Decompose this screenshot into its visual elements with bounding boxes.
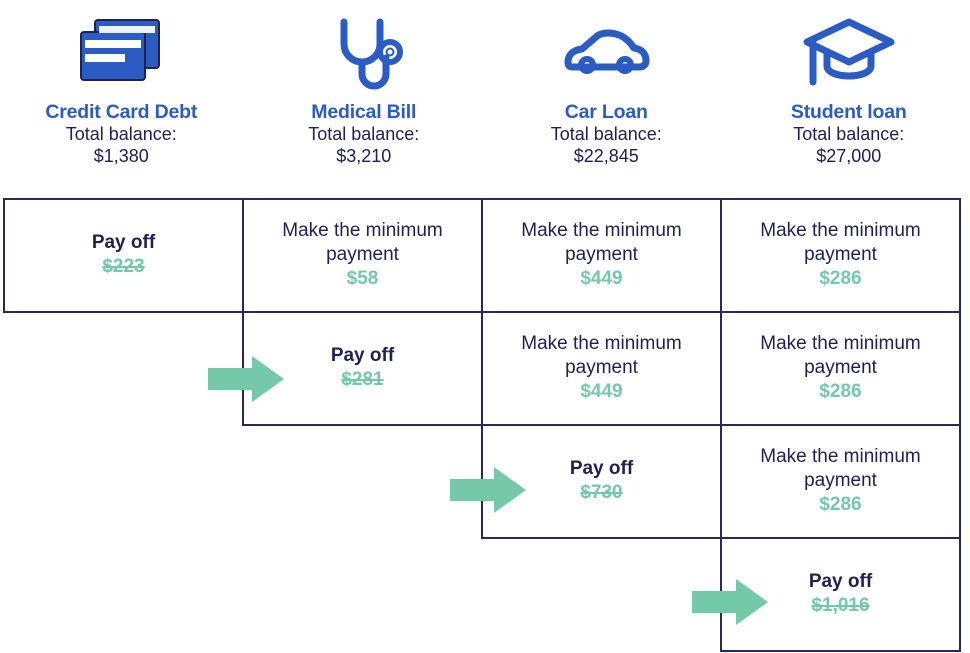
cell-action-line-2: payment — [804, 470, 877, 492]
debt-column-car-loan: Car Loan Total balance: $22,845 — [485, 0, 728, 198]
debt-balance-value: $1,380 — [93, 145, 149, 166]
schedule-cell-minimum: Make the minimum payment $286 — [720, 198, 961, 313]
cell-action-line-1: Make the minimum — [760, 333, 921, 355]
cell-amount: $281 — [341, 369, 384, 391]
debt-column-medical-bill: Medical Bill Total balance: $3,210 — [243, 0, 486, 198]
debt-title: Student loan — [790, 101, 907, 123]
cell-action-line-1: Pay off — [808, 571, 873, 593]
debt-balance-label: Total balance: — [793, 123, 905, 144]
cell-action-line-1: Pay off — [330, 345, 395, 367]
cell-action-line-2: payment — [565, 357, 638, 379]
cell-action-line-2: payment — [804, 357, 877, 379]
schedule-cell-empty — [481, 537, 722, 652]
cell-action-line-1: Make the minimum — [521, 220, 682, 242]
car-icon — [556, 6, 656, 100]
cell-action-line-2: payment — [565, 244, 638, 266]
schedule-cell-minimum: Make the minimum payment $58 — [242, 198, 483, 313]
schedule-cell-minimum: Make the minimum payment $449 — [481, 198, 722, 313]
cell-action-line-1: Make the minimum — [760, 446, 921, 468]
table-row: Pay off $1,016 — [3, 537, 967, 652]
stethoscope-icon — [314, 6, 414, 100]
debt-balance-label: Total balance: — [308, 123, 420, 144]
cell-action-line-1: Pay off — [91, 232, 156, 254]
schedule-cell-minimum: Make the minimum payment $286 — [720, 311, 961, 426]
debt-columns-header: Credit Card Debt Total balance: $1,380 M… — [0, 0, 970, 198]
payment-schedule-grid: Pay off $223 Make the minimum payment $5… — [3, 198, 967, 652]
table-row: Pay off $223 Make the minimum payment $5… — [3, 198, 967, 313]
debt-balance-value: $22,845 — [573, 145, 639, 166]
debt-column-student-loan: Student loan Total balance: $27,000 — [728, 0, 970, 198]
schedule-cell-minimum: Make the minimum payment $449 — [481, 311, 722, 426]
cell-action-line-1: Pay off — [569, 458, 634, 480]
cell-amount: $286 — [819, 493, 862, 515]
cell-amount: $286 — [819, 267, 862, 289]
table-row: Pay off $281 Make the minimum payment $4… — [3, 311, 967, 426]
cell-amount: $286 — [819, 380, 862, 402]
schedule-cell-payoff: Pay off $223 — [3, 198, 244, 313]
debt-title: Car Loan — [564, 101, 648, 123]
cell-amount: $223 — [102, 256, 145, 278]
debt-column-credit-card: Credit Card Debt Total balance: $1,380 — [0, 0, 243, 198]
debt-balance-value: $27,000 — [816, 145, 882, 166]
cell-action-line-1: Make the minimum — [760, 220, 921, 242]
schedule-cell-payoff: Pay off $730 — [481, 424, 722, 539]
schedule-cell-empty — [242, 424, 483, 539]
schedule-cell-payoff: Pay off $281 — [242, 311, 483, 426]
schedule-cell-empty — [242, 537, 483, 652]
cell-action-line-1: Make the minimum — [521, 333, 682, 355]
schedule-cell-payoff: Pay off $1,016 — [720, 537, 961, 652]
schedule-cell-empty — [3, 424, 244, 539]
credit-card-icon — [71, 6, 171, 100]
debt-title: Medical Bill — [311, 101, 417, 123]
cell-amount: $1,016 — [811, 595, 870, 617]
schedule-cell-empty — [3, 537, 244, 652]
cell-amount: $449 — [580, 267, 623, 289]
debt-balance-label: Total balance: — [65, 123, 177, 144]
cell-action-line-2: payment — [804, 244, 877, 266]
debt-title: Credit Card Debt — [45, 101, 198, 123]
debt-balance-value: $3,210 — [336, 145, 392, 166]
schedule-cell-empty — [3, 311, 244, 426]
table-row: Pay off $730 Make the minimum payment $2… — [3, 424, 967, 539]
debt-balance-label: Total balance: — [550, 123, 662, 144]
cell-amount: $730 — [580, 482, 623, 504]
graduation-cap-icon — [799, 6, 899, 100]
cell-action-line-1: Make the minimum — [282, 220, 443, 242]
cell-amount: $58 — [346, 267, 379, 289]
schedule-cell-minimum: Make the minimum payment $286 — [720, 424, 961, 539]
cell-amount: $449 — [580, 380, 623, 402]
cell-action-line-2: payment — [326, 244, 399, 266]
